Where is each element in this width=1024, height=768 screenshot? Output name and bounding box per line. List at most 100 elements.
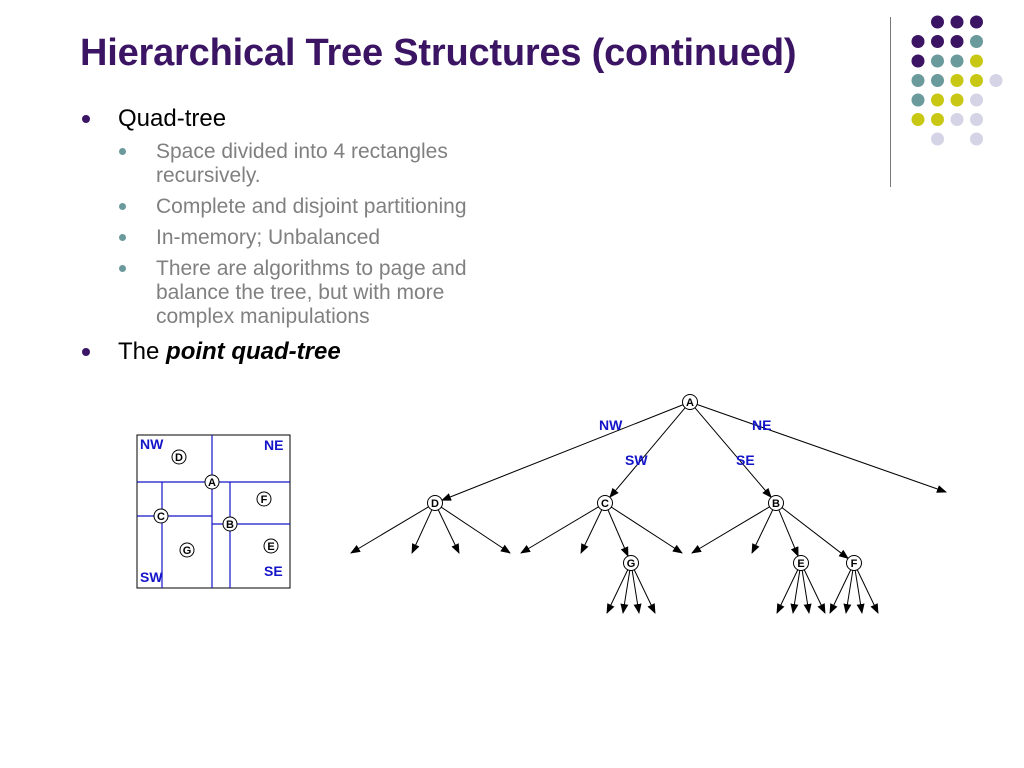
- region-point-c: [153, 508, 169, 524]
- decorative-dot: [911, 93, 925, 107]
- tree-node-d: [427, 495, 443, 511]
- decorative-dot: [950, 54, 964, 68]
- decorative-dot: [970, 54, 983, 68]
- decorative-dot: [911, 113, 925, 126]
- tree-node-e: [793, 555, 809, 571]
- tree-edge-empty: [691, 506, 770, 554]
- tree-node-label: F: [851, 558, 858, 570]
- tree-edge-empty: [440, 506, 511, 554]
- tree-edge-empty: [633, 569, 656, 614]
- region-point-e: [263, 538, 279, 554]
- edge-label-nw: NW: [599, 417, 623, 433]
- tree-edge-empty: [751, 509, 774, 554]
- decorative-dot: [970, 132, 983, 146]
- decorative-dot: [931, 74, 944, 87]
- bullet-dot: [82, 115, 90, 123]
- tree-edge-b-f: [781, 507, 849, 560]
- region-point-f: [256, 491, 272, 507]
- sub-bullet-text: In-memory; Unbalanced: [156, 226, 381, 249]
- tree-edge-empty: [776, 569, 799, 614]
- region-point-label: F: [261, 494, 268, 506]
- sub-bullet-2: Complete and disjoint partitioning: [82, 195, 562, 219]
- tree-edge-empty: [631, 570, 642, 614]
- region-point-label: C: [157, 511, 165, 523]
- decorative-dot: [950, 15, 964, 29]
- decorative-dot: [950, 74, 964, 87]
- slide-title: Hierarchical Tree Structures (continued): [80, 32, 797, 74]
- region-point-label: A: [208, 477, 216, 489]
- decorative-dot: [931, 15, 944, 29]
- region-point-b: [222, 516, 238, 532]
- tree-edge-empty: [520, 506, 599, 554]
- region-point-label: G: [183, 545, 192, 557]
- tree-edge-empty: [611, 506, 683, 554]
- tree-edge-a-b: [694, 407, 772, 499]
- decorative-dot: [970, 113, 983, 126]
- tree-edge-empty: [411, 509, 433, 554]
- decorative-dot: [970, 35, 983, 48]
- region-point-d: [171, 449, 187, 465]
- tree-node-g: [623, 555, 639, 571]
- decorative-dot: [911, 54, 925, 68]
- tree-node-label: A: [686, 397, 694, 409]
- decorative-dot: [989, 74, 1003, 87]
- region-point-a: [204, 474, 220, 490]
- sub-bullet-dot: [119, 203, 126, 210]
- sub-bullet-3: In-memory; Unbalanced: [82, 226, 562, 250]
- decorative-dot: [950, 113, 964, 126]
- tree-edge-empty: [854, 570, 865, 614]
- tree-edge-a-d: [441, 404, 684, 501]
- region-point-g: [179, 542, 195, 558]
- decorative-dot: [931, 132, 944, 146]
- bullet-text-emphasis: point quad-tree: [166, 338, 341, 365]
- tree-edge-empty: [696, 404, 947, 493]
- tree-edge-empty: [606, 569, 629, 614]
- tree-node-label: G: [627, 558, 636, 570]
- tree-node-f: [846, 555, 862, 571]
- tree-node-label: C: [601, 498, 609, 510]
- edge-label-se: SE: [736, 452, 755, 468]
- bullet-point-quad-tree: The point quad-tree: [82, 337, 562, 367]
- bullet-list: Quad-tree Space divided into 4 rectangle…: [82, 104, 562, 367]
- tree-edge-empty: [437, 509, 460, 554]
- decorative-dot: [950, 35, 964, 48]
- sub-bullet-dot: [119, 234, 126, 241]
- tree-edge-a-c: [609, 407, 686, 499]
- tree-node-b: [768, 495, 784, 511]
- decorative-dot: [931, 35, 944, 48]
- bullet-text: Quad-tree: [118, 105, 227, 132]
- region-point-label: B: [226, 519, 234, 531]
- decorative-dot: [970, 74, 983, 87]
- decorative-dot: [911, 35, 925, 48]
- tree-node-a: [682, 394, 698, 410]
- decorative-dot: [931, 113, 944, 126]
- sub-bullet-dot: [119, 265, 126, 272]
- tree-node-label: D: [431, 498, 439, 510]
- decorative-dot-grid: [911, 15, 1003, 146]
- edge-label-ne: NE: [752, 417, 771, 433]
- sub-bullet-text: There are algorithms to page and balance…: [156, 257, 467, 328]
- tree-edge-b-e: [778, 509, 799, 557]
- region-point-label: E: [267, 541, 274, 553]
- decorative-dot: [970, 93, 983, 107]
- tree-edge-empty: [620, 570, 631, 614]
- tree-edge-empty: [856, 569, 879, 614]
- bullet-dot: [82, 348, 90, 356]
- bullet-text-prefix: The: [118, 338, 167, 365]
- region-label-se: SE: [264, 563, 283, 579]
- decorative-dot: [970, 15, 983, 29]
- region-boundary: [136, 434, 291, 589]
- tree-edge-empty: [829, 569, 852, 614]
- region-label-nw: NW: [140, 436, 164, 452]
- decorative-dot: [911, 74, 925, 87]
- tree-node-label: B: [772, 498, 780, 510]
- tree-edge-empty: [350, 506, 429, 554]
- region-label-sw: SW: [140, 569, 163, 585]
- edge-label-sw: SW: [625, 452, 648, 468]
- region-label-ne: NE: [264, 437, 283, 453]
- sub-bullet-dot: [119, 148, 126, 155]
